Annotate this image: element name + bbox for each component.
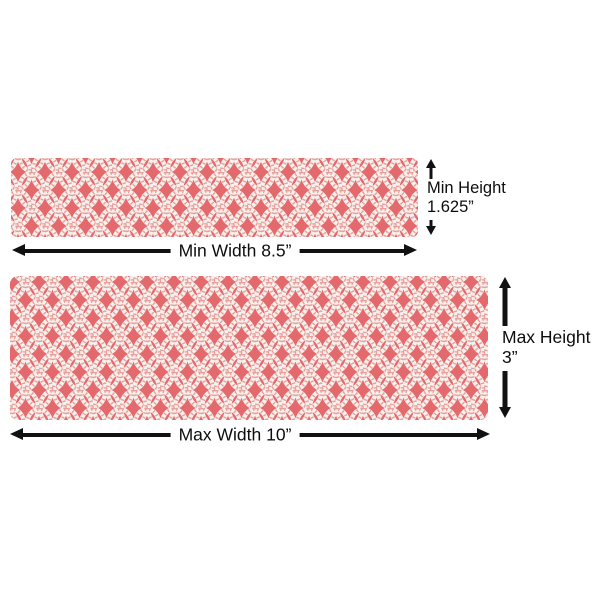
max-width-dimension-arrow: Max Width 10”: [10, 424, 490, 445]
max-height-label-line2: 3”: [502, 347, 518, 367]
max-height-label: Max Height 3”: [502, 327, 591, 367]
min-height-arrow-up: [425, 159, 437, 179]
min-height-label-line2: 1.625”: [427, 197, 474, 216]
arrowhead-right-icon: [404, 244, 417, 256]
max-width-label: Max Width 10”: [170, 424, 300, 445]
arrow-shaft: [429, 220, 433, 227]
min-width-label: Min Width 8.5”: [170, 240, 300, 261]
banner-preview-min-size: A alicia: [11, 158, 418, 237]
arrowhead-right-icon: [477, 428, 490, 440]
arrow-shaft: [502, 371, 507, 410]
rope-net-pattern-svg: [10, 276, 488, 420]
max-height-label-line1: Max Height: [502, 327, 591, 347]
arrowhead-down-icon: [426, 226, 436, 235]
rope-net-overlay: [10, 276, 488, 420]
rope-net-pattern-svg: [11, 158, 418, 237]
arrowhead-left-icon: [12, 244, 25, 256]
min-height-arrow-down: [425, 220, 437, 235]
arrow-shaft: [502, 285, 507, 326]
max-height-arrow-down: [498, 371, 511, 418]
arrowhead-up-icon: [498, 277, 511, 288]
arrow-shaft: [429, 167, 433, 179]
min-height-label-line1: Min Height: [427, 179, 506, 197]
arrowhead-up-icon: [426, 159, 436, 168]
min-height-label: Min Height 1.625”: [427, 179, 506, 216]
arrowhead-left-icon: [10, 428, 23, 440]
min-width-dimension-arrow: Min Width 8.5”: [12, 240, 417, 261]
max-height-arrow-up: [498, 277, 511, 326]
rope-net-overlay: [11, 158, 418, 237]
banner-preview-max-size: A alicia: [10, 276, 488, 420]
arrowhead-down-icon: [498, 407, 511, 418]
